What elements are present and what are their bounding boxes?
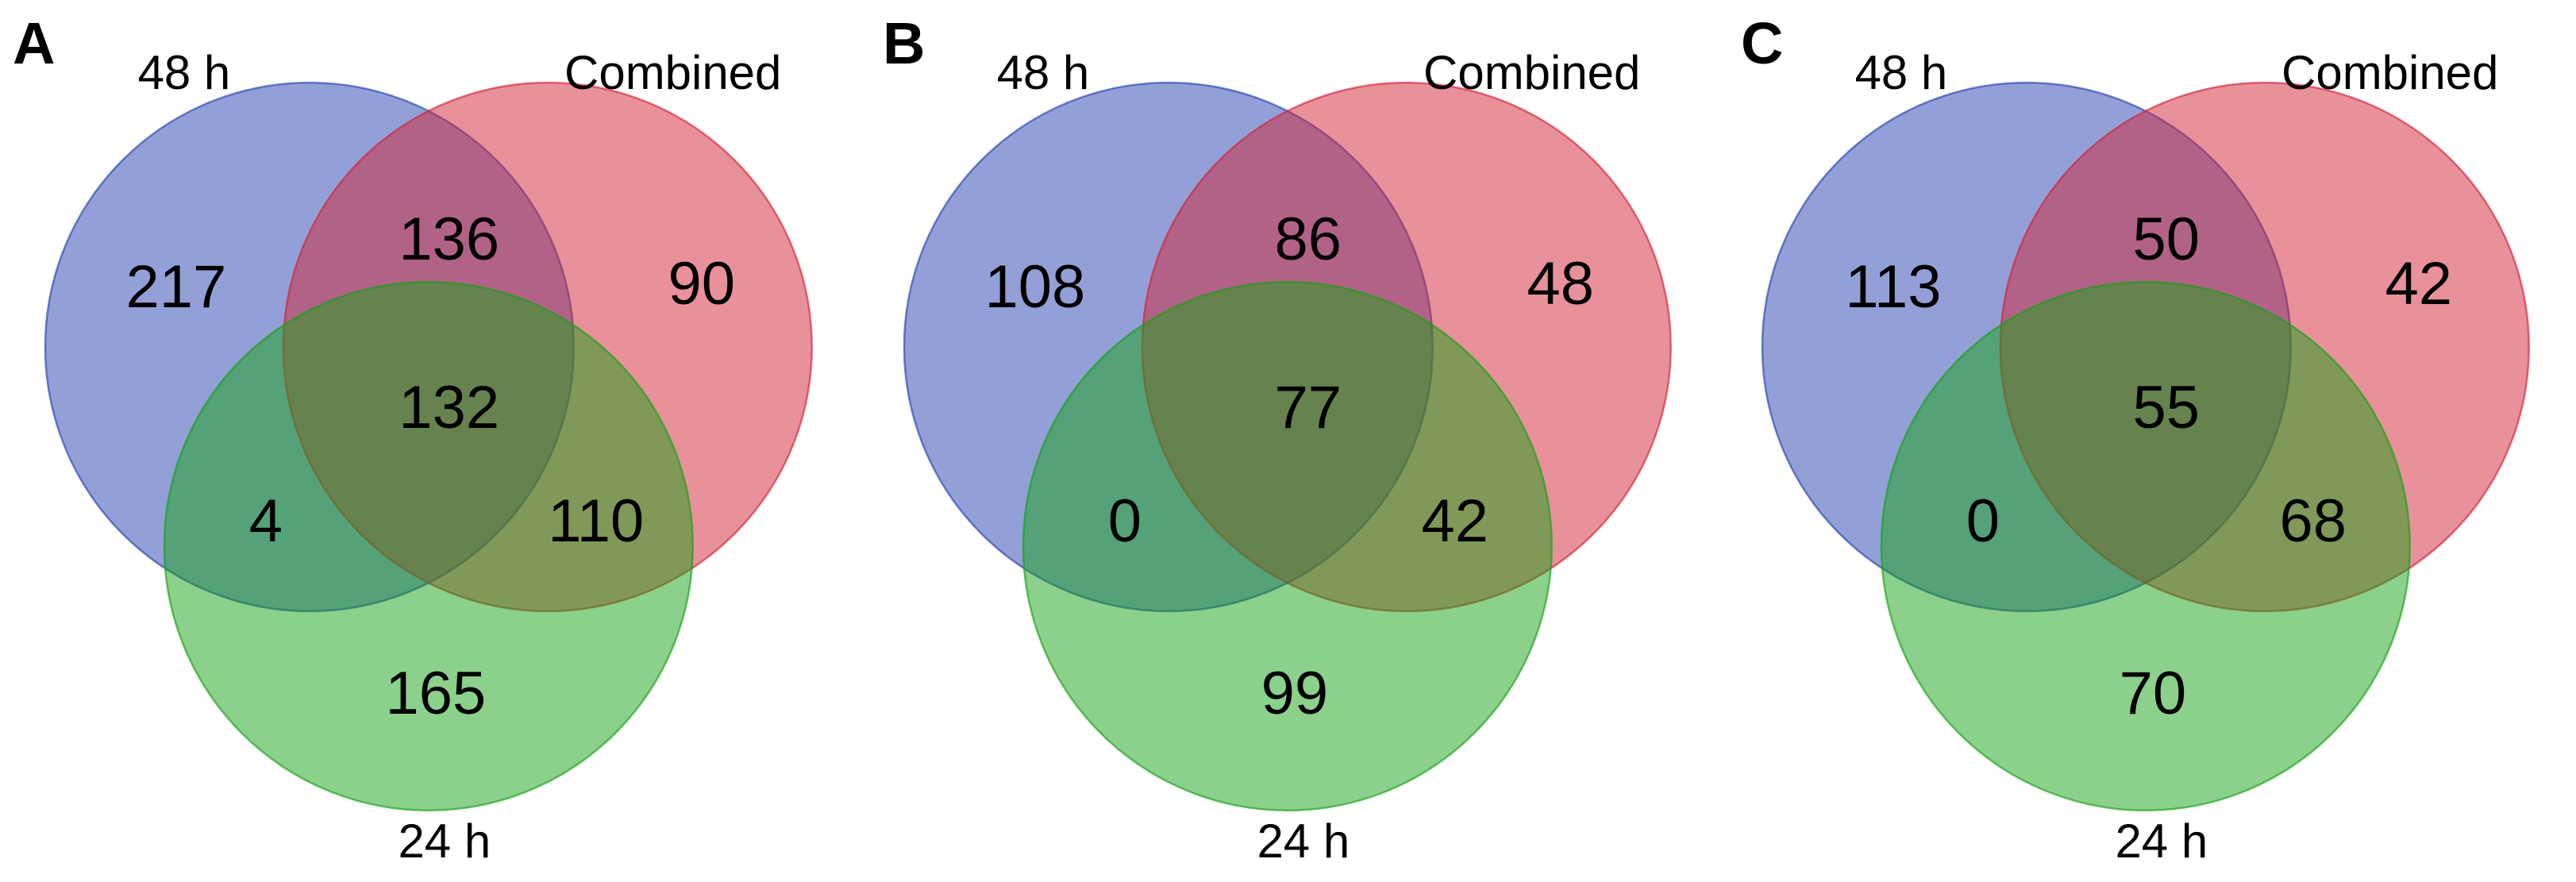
count-combined-only: 42 bbox=[2385, 250, 2453, 318]
set-label-combined: Combined bbox=[1423, 46, 1640, 99]
count-48h-24h: 0 bbox=[1107, 487, 1141, 555]
circle-24h bbox=[1880, 280, 2412, 812]
count-combined-24h: 110 bbox=[548, 487, 644, 555]
circle-24h bbox=[163, 280, 694, 812]
count-48h-24h: 4 bbox=[249, 487, 283, 555]
count-combined-24h: 42 bbox=[1421, 487, 1488, 555]
venn-panel-b: B 48 h Combined 24 h 108 86 48 77 0 42 9… bbox=[883, 10, 1672, 868]
panel-letter: C bbox=[1741, 10, 1783, 76]
set-label-combined: Combined bbox=[2281, 46, 2498, 99]
set-label-48h: 48 h bbox=[1855, 46, 1948, 99]
set-label-48h: 48 h bbox=[138, 46, 231, 99]
count-48h-combined: 136 bbox=[399, 206, 499, 273]
venn-panel-c: C 48 h Combined 24 h 113 50 42 55 0 68 7… bbox=[1741, 10, 2531, 868]
count-combined-24h: 68 bbox=[2280, 487, 2347, 555]
count-all-three: 77 bbox=[1274, 374, 1342, 441]
count-all-three: 55 bbox=[2133, 374, 2201, 441]
count-24h-only: 99 bbox=[1261, 660, 1328, 727]
count-combined-only: 48 bbox=[1527, 250, 1594, 318]
circle-24h bbox=[1022, 280, 1553, 812]
panel-letter: B bbox=[883, 10, 925, 76]
count-24h-only: 70 bbox=[2120, 660, 2187, 727]
set-label-combined: Combined bbox=[564, 46, 781, 99]
count-48h-only: 217 bbox=[126, 253, 227, 321]
count-48h-only: 108 bbox=[984, 253, 1085, 321]
count-all-three: 132 bbox=[399, 374, 499, 441]
set-label-24h: 24 h bbox=[2116, 815, 2208, 868]
panel-letter: A bbox=[13, 10, 55, 76]
venn-panel-a: A 48 h Combined 24 h 217 136 90 132 4 11… bbox=[13, 10, 813, 868]
count-24h-only: 165 bbox=[385, 660, 486, 727]
count-combined-only: 90 bbox=[668, 250, 735, 318]
count-48h-only: 113 bbox=[1846, 253, 1942, 321]
count-48h-combined: 50 bbox=[2133, 206, 2201, 273]
set-label-48h: 48 h bbox=[996, 46, 1089, 99]
set-label-24h: 24 h bbox=[398, 815, 491, 868]
count-48h-24h: 0 bbox=[1966, 487, 2000, 555]
set-label-24h: 24 h bbox=[1257, 815, 1350, 868]
count-48h-combined: 86 bbox=[1274, 206, 1342, 273]
